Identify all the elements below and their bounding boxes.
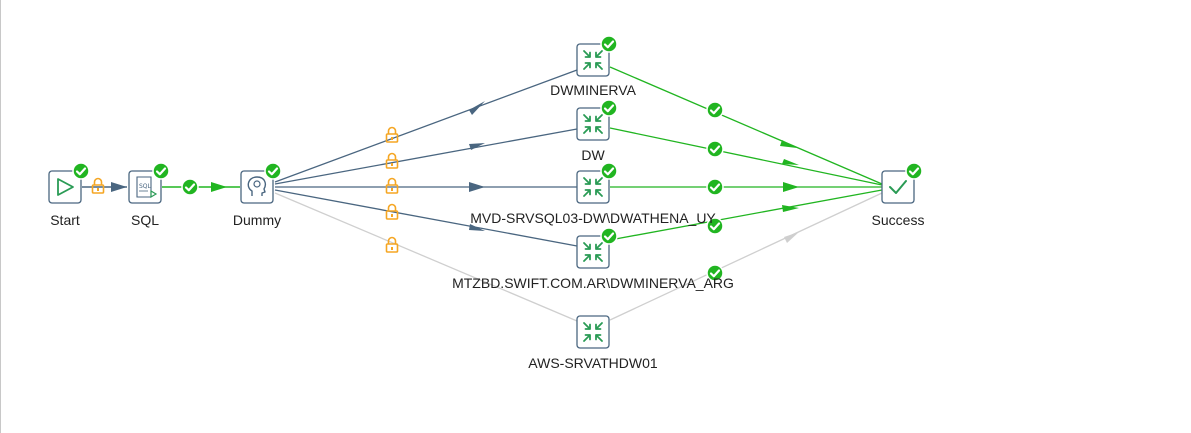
hop-success-icon (705, 177, 725, 197)
success-badge-icon (599, 34, 619, 54)
success-badge-icon (71, 161, 91, 181)
node-label-dw: DW (581, 147, 605, 163)
hop-mvd-success[interactable] (610, 182, 882, 192)
lock-icon (385, 152, 399, 169)
sql-script-icon: SQL (136, 176, 158, 199)
hop-success-icon (180, 177, 200, 197)
success-badge-icon (904, 161, 924, 181)
hop-start-sql[interactable] (82, 182, 127, 192)
node-aws[interactable] (576, 315, 610, 349)
lock-icon (385, 236, 399, 253)
node-success[interactable] (881, 161, 924, 204)
node-mtzbd[interactable] (576, 226, 619, 269)
success-badge-icon (599, 226, 619, 246)
lock-icon (385, 203, 399, 220)
hop-dummy-aws[interactable] (274, 192, 578, 322)
node-label-start: Start (50, 212, 80, 228)
hop-dummy-mvd[interactable] (275, 182, 577, 192)
compress-arrows-icon (576, 315, 610, 349)
hop-dw-success[interactable] (609, 127, 883, 186)
hop-dummy-dwminerva[interactable] (274, 69, 578, 183)
node-label-dummy: Dummy (232, 212, 282, 228)
node-label-mtzbd: MTZBD.SWIFT.COM.AR\DWMINERVA_ARG (452, 275, 734, 291)
node-start[interactable] (48, 161, 91, 204)
node-dwminerva[interactable] (576, 34, 619, 77)
lock-icon (91, 177, 105, 194)
node-mvd[interactable] (576, 161, 619, 204)
node-label-sql: SQL (130, 212, 160, 228)
node-dw[interactable] (576, 98, 619, 141)
lock-icon (385, 177, 399, 194)
success-badge-icon (599, 161, 619, 181)
hop-dwminerva-success[interactable] (609, 66, 883, 185)
hop-sql-dummy[interactable] (162, 182, 240, 192)
dummy-head-icon (247, 176, 266, 196)
hop-mtzbd-success[interactable] (609, 189, 883, 241)
hop-dummy-dw[interactable] (274, 128, 578, 185)
success-badge-icon (263, 161, 283, 181)
hop-success-icon (705, 139, 725, 159)
node-label-dwminerva: DWMINERVA (550, 82, 636, 98)
hop-dummy-mtzbd[interactable] (274, 189, 578, 247)
node-dummy[interactable] (240, 161, 283, 204)
success-badge-icon (599, 98, 619, 118)
play-icon (57, 178, 74, 196)
hop-aws-success[interactable] (609, 192, 883, 321)
node-label-success: Success (871, 212, 925, 228)
node-label-aws: AWS-SRVATHDW01 (528, 355, 658, 371)
checkmark-icon (889, 180, 907, 194)
node-label-mvd: MVD-SRVSQL03-DW\DWATHENA_UY (470, 210, 716, 226)
success-badge-icon (151, 161, 171, 181)
canvas-left-border (0, 0, 1, 433)
node-sql[interactable]: SQL (128, 161, 171, 204)
svg-text:SQL: SQL (139, 183, 152, 190)
hop-success-icon (705, 100, 725, 120)
